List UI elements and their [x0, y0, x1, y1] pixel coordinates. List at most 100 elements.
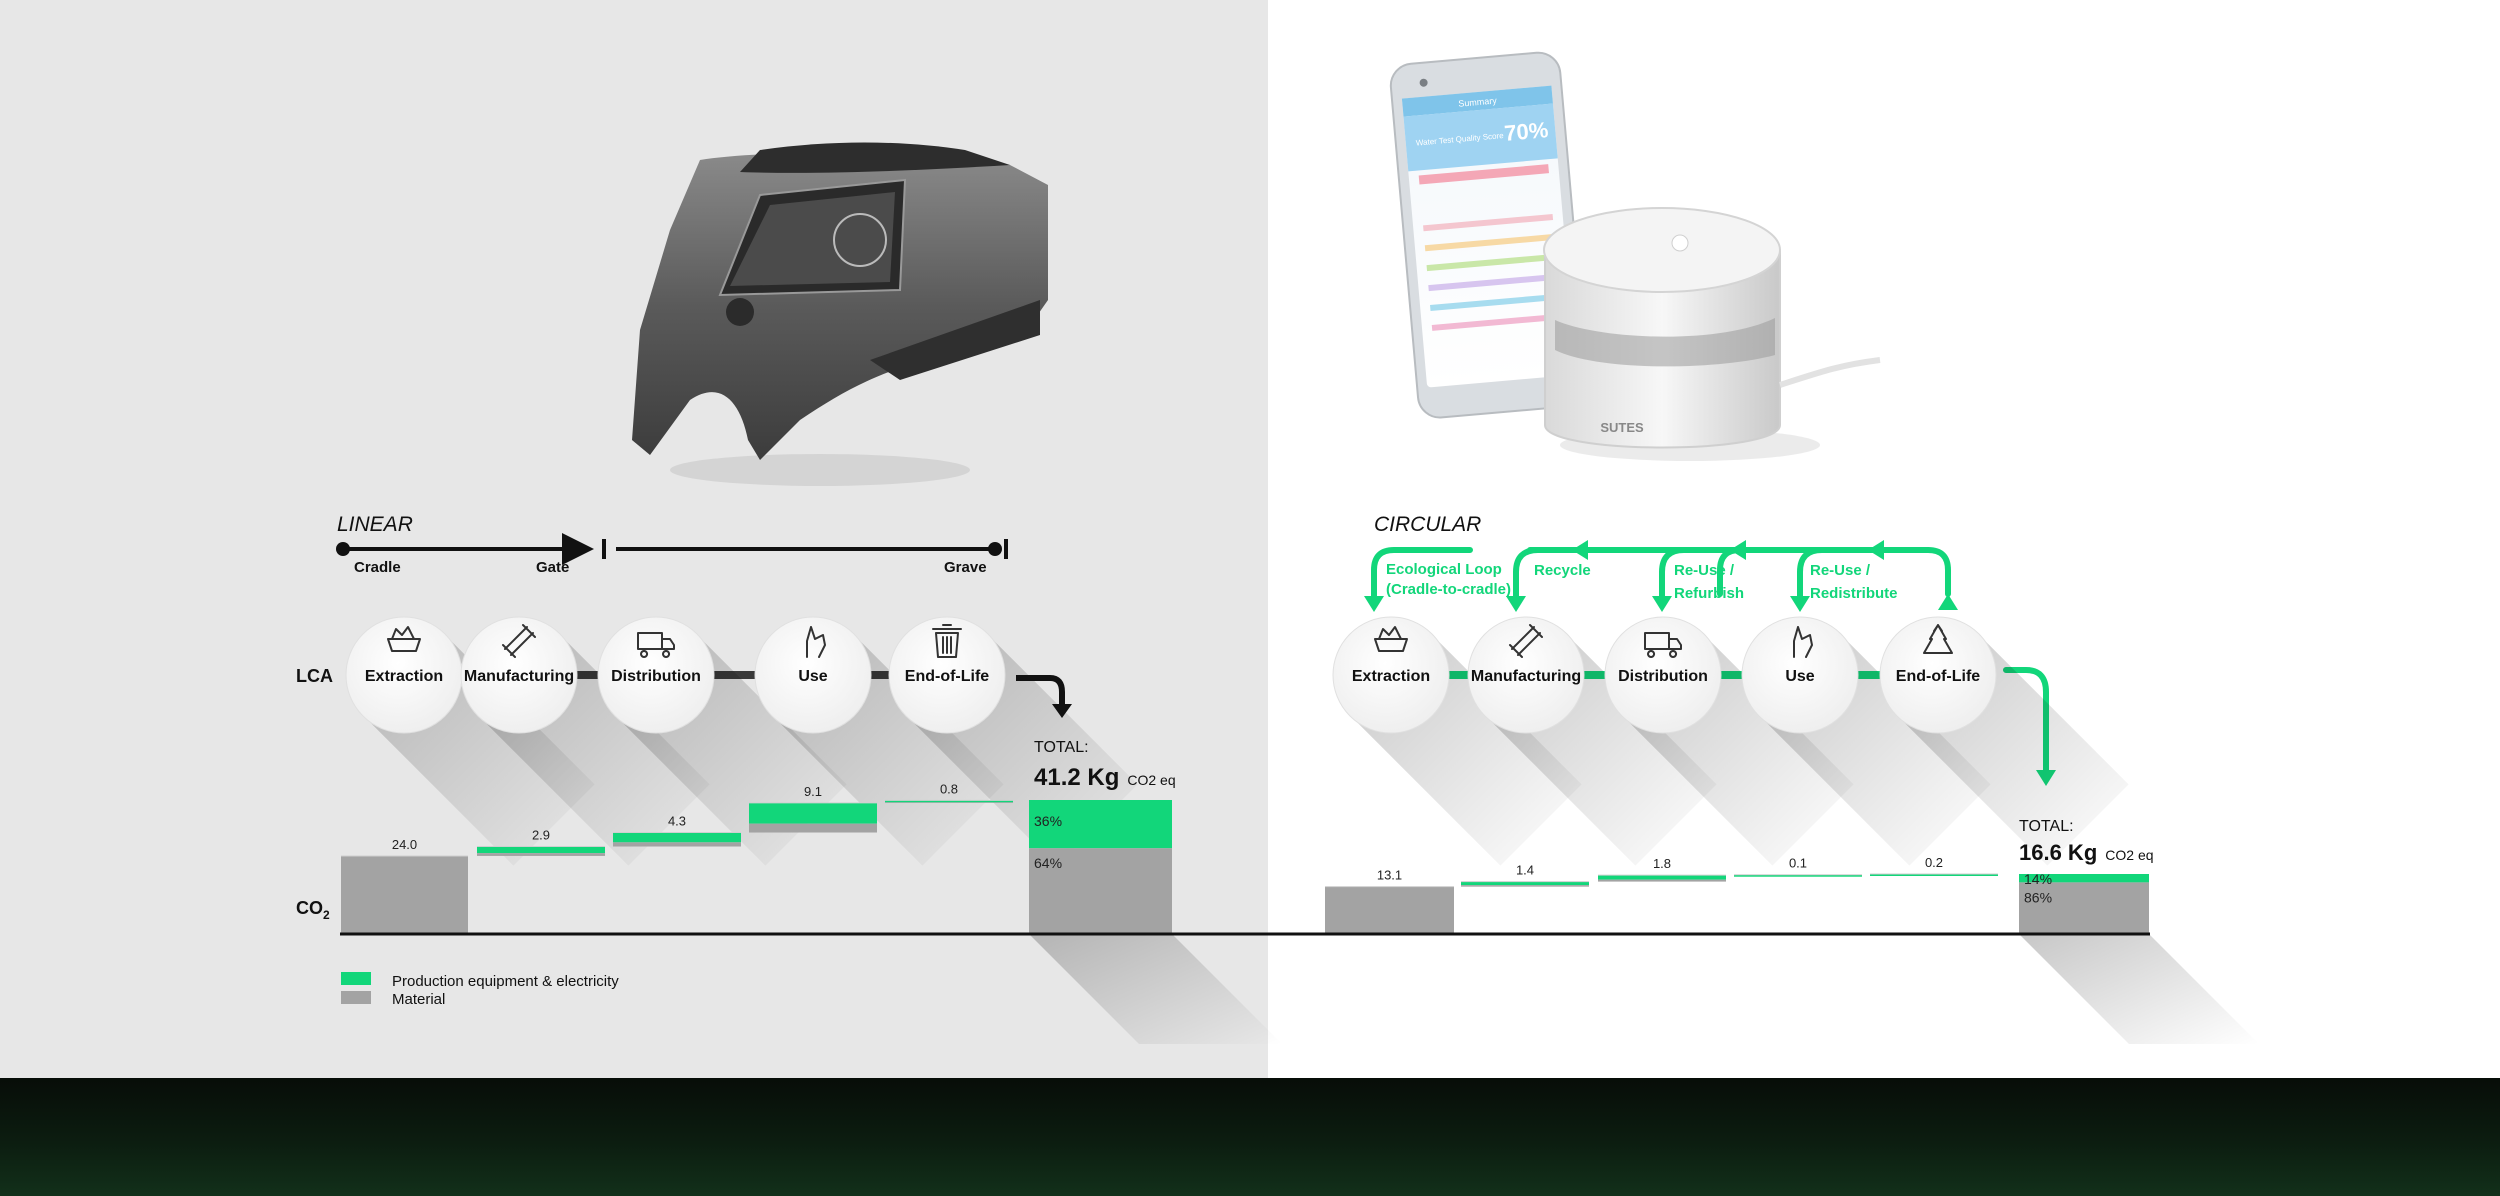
circular-total-value: 16.6 Kg CO2 eq — [2019, 840, 2154, 865]
timeline-cradle: Cradle — [354, 559, 401, 576]
loop-refurbish-line1: Re-Use / — [1674, 562, 1735, 579]
bar-material — [1461, 885, 1589, 887]
legend: Production equipment & electricity Mater… — [341, 972, 619, 1008]
stage-label: Extraction — [1352, 668, 1430, 685]
pipes-icon — [502, 624, 536, 658]
bar-end-of-life: 0.2 — [1870, 855, 1998, 876]
stage-circle — [888, 616, 1006, 734]
trash-bin-icon-shape — [932, 624, 962, 658]
stage-circle — [1741, 616, 1859, 734]
timeline-gate: Gate — [536, 559, 569, 576]
truck-icon-shape — [1644, 632, 1682, 658]
hand-touch-icon-shape — [806, 626, 826, 658]
bar-value-label: 9.1 — [804, 784, 822, 799]
legend-label-material: Material — [392, 991, 445, 1008]
bar-value-label: 1.4 — [1516, 863, 1534, 878]
stage-circle — [597, 616, 715, 734]
stage-label: Use — [1785, 668, 1814, 685]
co2-text: CO — [296, 898, 323, 918]
bar-use: 9.1 — [749, 784, 877, 833]
stage-circle — [460, 616, 578, 734]
stage-extraction: Extraction — [1332, 616, 1582, 866]
phone-score: 70% — [1503, 117, 1549, 146]
loop-redistribute-line1: Re-Use / — [1810, 562, 1871, 579]
row-label-lca: LCA — [296, 666, 333, 686]
bar-material — [885, 802, 1013, 803]
footer-band — [0, 1078, 2500, 1196]
stage-label: Manufacturing — [1471, 668, 1581, 685]
bar-value-label: 0.2 — [1925, 855, 1943, 870]
mining-cart-icon — [1374, 626, 1408, 652]
bar-value-label: 24.0 — [392, 837, 417, 852]
stage-circle — [754, 616, 872, 734]
total-material-pct: 86% — [2024, 889, 2052, 905]
total-production-segment — [2019, 874, 2149, 883]
bar-production — [749, 802, 877, 824]
device-brand: SUTES — [1600, 420, 1644, 435]
loop-refurbish-line2: Refurbish — [1674, 585, 1744, 602]
bar-production — [1461, 881, 1589, 886]
circular-co2-chart: 13.1 1.4 1.8 0.1 0.2 14%86% — [1325, 855, 2259, 1044]
stage-label: Manufacturing — [464, 668, 574, 685]
linear-title: LINEAR — [337, 513, 413, 536]
pipes-icon-shape — [1509, 624, 1543, 658]
circular-loops: CIRCULAR — [1364, 513, 2056, 786]
photometer-device-illustration — [632, 142, 1048, 486]
loop-ecological-line1: Ecological Loop — [1386, 561, 1502, 578]
bar-value-label: 2.9 — [532, 828, 550, 843]
stage-extraction: Extraction — [345, 616, 595, 866]
linear-total-arrow-head — [1052, 704, 1072, 718]
pipes-icon — [1509, 624, 1543, 658]
loop-recycle: Recycle — [1534, 562, 1591, 579]
legend-swatch-material — [341, 991, 371, 1004]
linear-co2-chart: 24.0 2.9 4.3 9.1 0.8 36% 64% — [341, 781, 1282, 1044]
timeline-grave: Grave — [944, 559, 987, 576]
bar-value-label: 13.1 — [1377, 868, 1402, 883]
loop-redistribute-line2: Redistribute — [1810, 585, 1898, 602]
circular-total-label: TOTAL: — [2019, 818, 2074, 835]
row-label-co2: CO2 — [296, 898, 330, 922]
total-material-segment — [1029, 848, 1172, 934]
phone-illustration: Summary Water Test Quality Score 70% SUT… — [1389, 51, 1881, 461]
stage-label: Distribution — [1618, 668, 1708, 685]
total-material-pct: 64% — [1034, 855, 1062, 871]
hand-touch-icon-shape — [1793, 626, 1813, 658]
linear-total-arrow — [1016, 675, 1065, 706]
bar-value-label: 0.8 — [940, 781, 958, 796]
hand-touch-icon — [806, 626, 826, 658]
linear-total-number: 41.2 Kg — [1034, 764, 1119, 791]
bar-total: 36% 64% — [1029, 800, 1282, 1044]
linear-timeline: LINEAR Cradle Gate Grave — [336, 513, 1008, 576]
bar-end-of-life: 0.8 — [885, 781, 1013, 803]
linear-total-label: TOTAL: — [1034, 739, 1089, 756]
loop-ecological-line2: (Cradle-to-cradle) — [1386, 581, 1511, 598]
stage-label: Distribution — [611, 668, 701, 685]
circular-total-unit: CO2 eq — [2105, 847, 2153, 863]
bar-use: 0.1 — [1734, 856, 1862, 877]
bar-distribution: 4.3 — [613, 814, 741, 847]
total-shadow — [1029, 934, 1282, 1044]
circular-title: CIRCULAR — [1374, 513, 1481, 536]
circular-total-number: 16.6 Kg — [2019, 840, 2097, 865]
mining-cart-icon-shape — [1374, 626, 1408, 652]
stage-use: Use — [1741, 616, 1991, 866]
stage-end-of-life: End-of-Life — [1879, 616, 2129, 866]
legend-label-production: Production equipment & electricity — [392, 973, 619, 990]
bar-material — [1598, 879, 1726, 882]
co2-subscript: 2 — [323, 908, 330, 922]
mining-cart-icon — [387, 626, 421, 652]
stage-circle — [1467, 616, 1585, 734]
bar-extraction: 13.1 — [1325, 868, 1454, 934]
stage-circle — [1332, 616, 1450, 734]
bar-material — [341, 855, 468, 934]
stage-label: Extraction — [365, 668, 443, 685]
circular-total: TOTAL: 16.6 Kg CO2 eq — [2019, 818, 2154, 865]
bar-material — [477, 853, 605, 856]
total-production-pct: 36% — [1034, 813, 1062, 829]
stage-manufacturing: Manufacturing — [1467, 616, 1717, 866]
bar-total: 14%86% — [2019, 871, 2259, 1044]
bar-value-label: 1.8 — [1653, 856, 1671, 871]
